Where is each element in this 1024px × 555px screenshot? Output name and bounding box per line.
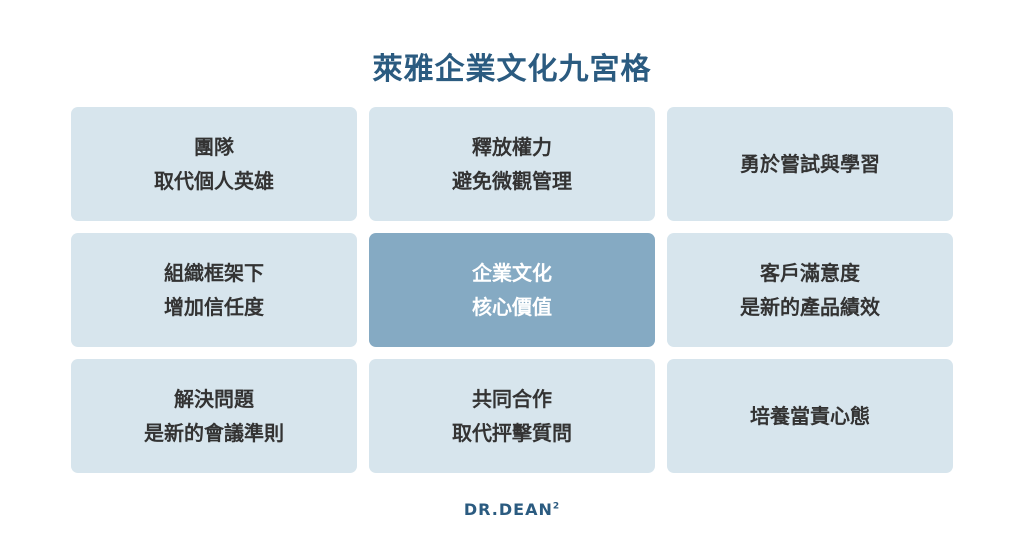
- logo-text: DR.DEAN: [463, 500, 553, 519]
- cell-line: 勇於嘗試與學習: [740, 152, 880, 176]
- page-title: 萊雅企業文化九宮格: [372, 52, 652, 87]
- logo-superscript: 2: [552, 501, 561, 512]
- grid-cell-experiment: 勇於嘗試與學習: [667, 107, 953, 221]
- cell-line: 避免微觀管理: [452, 169, 572, 193]
- grid-cell-customer: 客戶滿意度是新的產品績效: [667, 233, 953, 347]
- grid-cell-core-values: 企業文化核心價值: [369, 233, 655, 347]
- cell-line: 增加信任度: [164, 295, 264, 319]
- cell-line: 解決問題: [174, 387, 254, 411]
- cell-line: 企業文化: [472, 261, 552, 285]
- brand-logo: DR.DEAN2: [0, 500, 1024, 519]
- cell-line: 培養當責心態: [750, 404, 870, 428]
- cell-line: 組織框架下: [164, 261, 264, 285]
- cell-line: 客戶滿意度: [760, 261, 860, 285]
- grid-cell-empowerment: 釋放權力避免微觀管理: [369, 107, 655, 221]
- nine-grid: 團隊取代個人英雄 釋放權力避免微觀管理 勇於嘗試與學習 組織框架下增加信任度 企…: [71, 107, 953, 473]
- grid-cell-trust: 組織框架下增加信任度: [71, 233, 357, 347]
- cell-line: 是新的產品績效: [740, 295, 880, 319]
- cell-line: 取代個人英雄: [154, 169, 274, 193]
- grid-cell-problem-solving: 解決問題是新的會議準則: [71, 359, 357, 473]
- cell-line: 取代抨擊質問: [452, 421, 572, 445]
- cell-line: 核心價值: [472, 295, 552, 319]
- grid-cell-accountability: 培養當責心態: [667, 359, 953, 473]
- cell-line: 是新的會議準則: [144, 421, 284, 445]
- cell-line: 釋放權力: [472, 135, 552, 159]
- grid-cell-collaboration: 共同合作取代抨擊質問: [369, 359, 655, 473]
- cell-line: 共同合作: [472, 387, 552, 411]
- grid-cell-teamwork: 團隊取代個人英雄: [71, 107, 357, 221]
- cell-line: 團隊: [194, 135, 234, 159]
